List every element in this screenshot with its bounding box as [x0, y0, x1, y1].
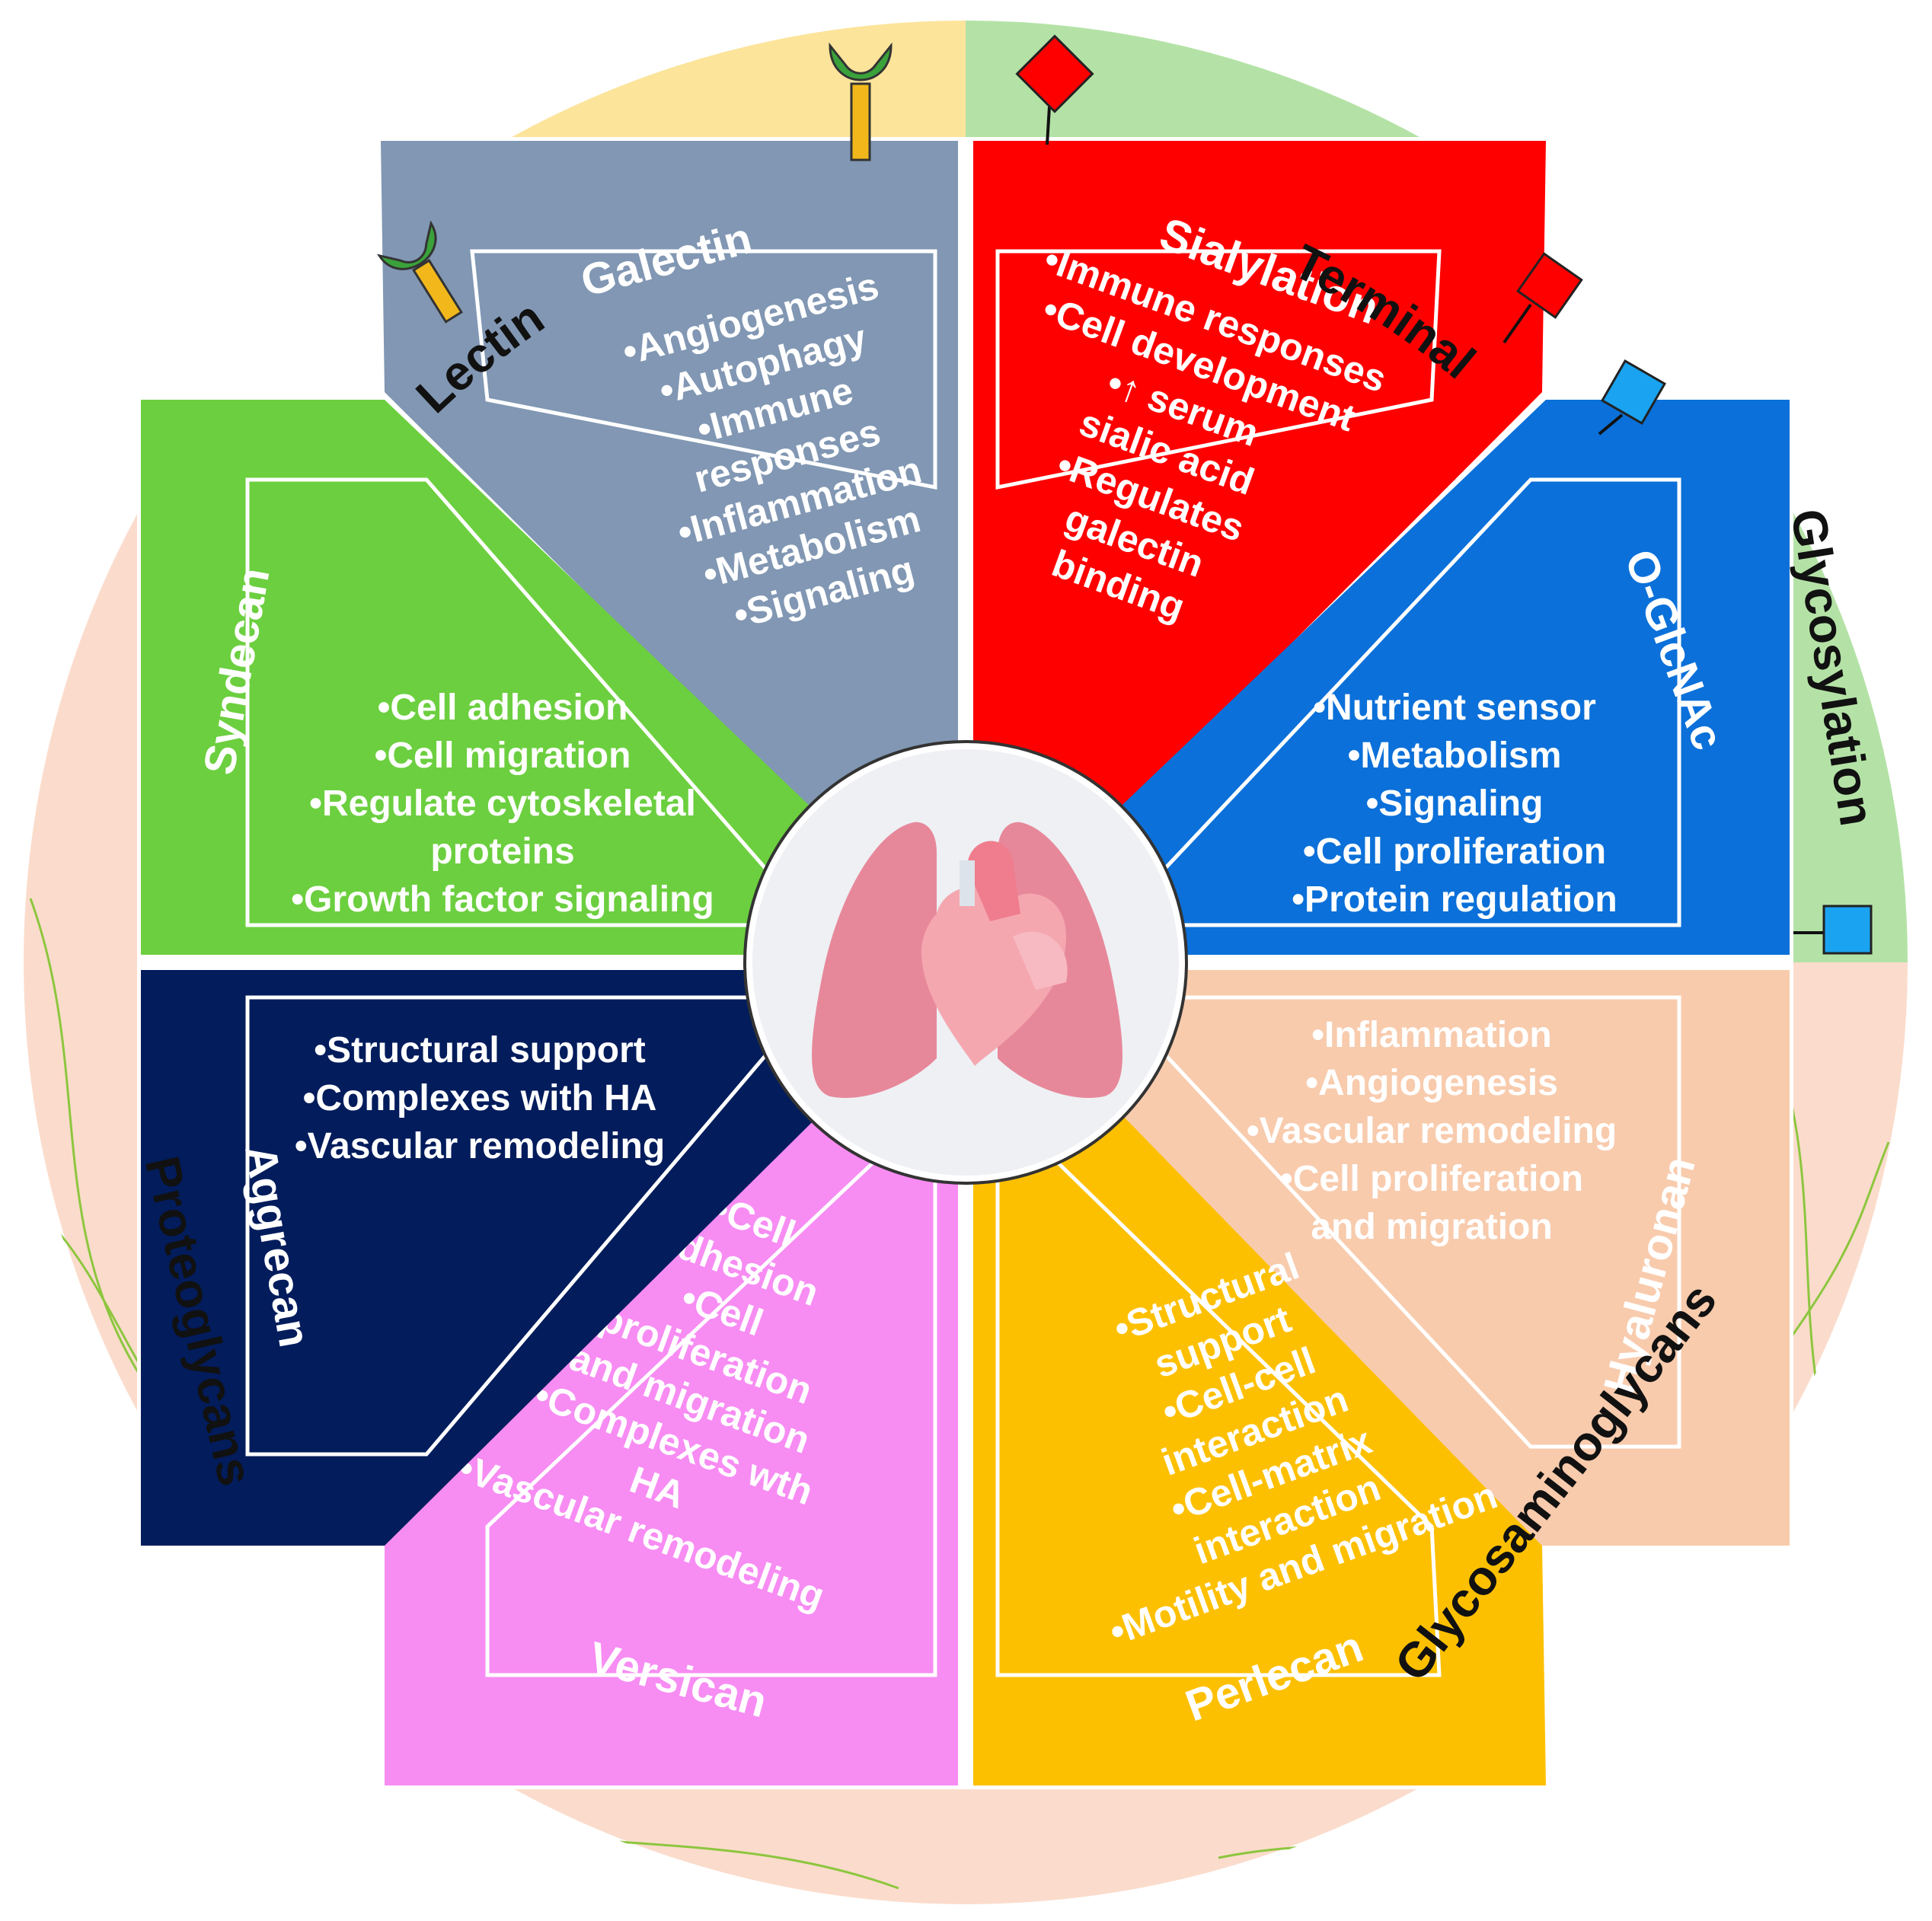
bullet-line: •Vascular remodeling	[295, 1126, 665, 1166]
center-hub	[743, 740, 1188, 1185]
segment-syndecan-bullets: •Cell adhesion •Cell migration •Regulate c…	[291, 688, 714, 920]
segment-aggrecan: Aggrecan•Structural support•Complexes wi…	[141, 970, 966, 1546]
segment-perlecan-fill	[973, 962, 1546, 1785]
segment-hyaluronan-fill	[966, 970, 1790, 1546]
segment-oglcnac-bullets: •Nutrient sensor •Metabolism •Signaling •Ce…	[1292, 688, 1617, 920]
segment-versican-fill	[385, 962, 958, 1785]
heart	[921, 886, 1066, 1066]
bullet-line: •Growth factor signaling	[291, 879, 714, 920]
bullet-line: •Signaling	[1366, 783, 1544, 824]
blue-square-icon	[1598, 359, 1667, 436]
bullet-line: •Angiogenesis	[1305, 1063, 1558, 1103]
segment-oglcnac: O-GlcNAc•Nutrient sensor•Metabolism•Sign…	[966, 400, 1790, 955]
bullet-line: •Complexes with HA	[303, 1078, 657, 1118]
segment-galectin: Galectin•Angiogenesis•Autophagy•Immunere…	[381, 141, 958, 962]
bullet-line: •Vascular remodeling	[1247, 1111, 1617, 1151]
segment-galectin-fill	[381, 141, 958, 962]
segment-oglcnac-fill	[966, 400, 1790, 955]
segment-sialylation-frame	[995, 249, 1442, 490]
segment-syndecan-fill	[141, 400, 966, 955]
segment-aggrecan-frame	[245, 995, 819, 1457]
bullet-line: •Cell proliferation	[1280, 1159, 1583, 1199]
bullet-line: •Cell proliferation	[1303, 831, 1606, 872]
segment-syndecan: Syndecan•Cell adhesion•Cell migration•Re…	[141, 400, 966, 955]
bullet-line: •Nutrient sensor	[1313, 688, 1596, 728]
bullet-line: •Cell adhesion	[378, 688, 628, 728]
segment-hyaluronan: Hyaluronan•Inflammation•Angiogenesis•Vas…	[966, 970, 1790, 1546]
bullet-line: •Inflammation	[1311, 1015, 1552, 1055]
red-diamond-icon	[1502, 252, 1583, 344]
segment-aggrecan-bullets: •Structural support •Complexes with HA •Va…	[295, 1030, 665, 1166]
vessel	[1013, 931, 1068, 990]
bullet-line: •Cell migration	[375, 736, 631, 776]
red-diamond-icon	[1015, 34, 1094, 145]
outer-ring-border	[19, 16, 1912, 1909]
segment-oglcnac-frame	[1107, 477, 1681, 927]
segment-hyaluronan-frame	[1107, 995, 1681, 1449]
heart-lungs-icon	[812, 822, 1122, 1098]
left-lung	[812, 822, 937, 1098]
lectin-receptor-icon	[376, 220, 463, 324]
segment-perlecan: Perlecan•Structuralsupport•Cell-cellinte…	[973, 962, 1546, 1785]
bullet-line: proteins	[430, 831, 574, 872]
segment-hyaluronan-bullets: •Inflammation •Angiogenesis •Vascular remo…	[1247, 1015, 1617, 1247]
bullet-line: •Metabolism	[1348, 736, 1562, 776]
segment-perlecan-frame	[995, 1099, 1442, 1677]
aorta	[967, 841, 1020, 921]
bullet-line: •Regulate cytoskeletal	[309, 783, 696, 824]
segment-sialylation-fill	[973, 141, 1546, 962]
bullet-line: •Protein regulation	[1292, 879, 1617, 920]
bullet-line: •Structural support	[314, 1030, 646, 1071]
segments: Galectin•Angiogenesis•Autophagy•Immunere…	[141, 141, 1790, 1785]
segment-aggrecan-fill	[141, 970, 966, 1546]
trachea	[960, 860, 975, 906]
segment-galectin-frame	[470, 249, 937, 490]
segment-syndecan-frame	[245, 477, 819, 927]
lectin-receptor-icon	[829, 42, 893, 161]
segment-versican-frame	[485, 1099, 937, 1677]
segment-sialylation: Sialylation•Immune responses•Cell develo…	[973, 141, 1546, 962]
bullet-line: and migration	[1311, 1207, 1552, 1247]
blue-square-icon	[1793, 905, 1873, 955]
